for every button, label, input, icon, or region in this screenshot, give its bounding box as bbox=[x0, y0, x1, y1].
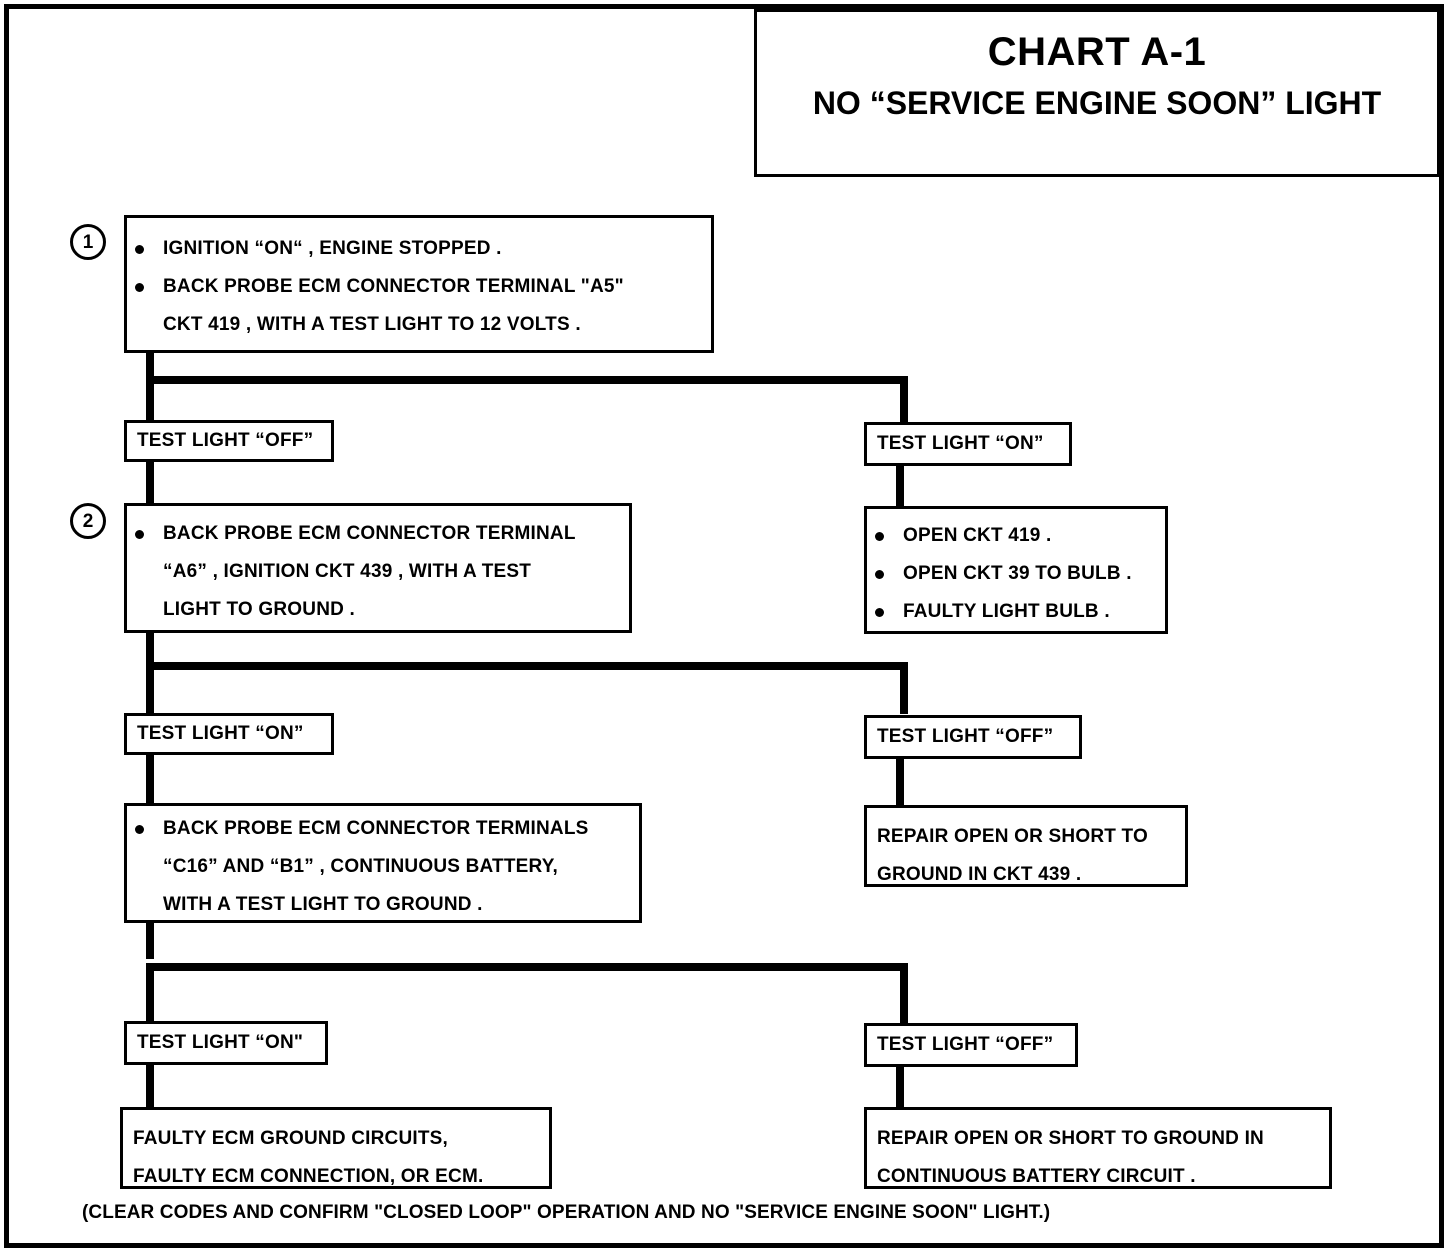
step-2-box: BACK PROBE ECM CONNECTOR TERMINAL “A6” ,… bbox=[124, 503, 632, 633]
list-item: BACK PROBE ECM CONNECTOR TERMINALS “C16”… bbox=[127, 810, 639, 924]
branch3-left-label-box: TEST LIGHT “ON" bbox=[124, 1021, 328, 1065]
connector-branch3-left-drop bbox=[146, 963, 154, 1021]
list-item: FAULTY LIGHT BULB . bbox=[867, 593, 1165, 631]
bullet-icon bbox=[135, 283, 144, 292]
step-number-2: 2 bbox=[70, 503, 106, 539]
connector-branch2-left-drop bbox=[146, 662, 154, 714]
connector-branch3-right-to-result bbox=[896, 1065, 904, 1109]
step-2-line-2: “A6” , IGNITION CKT 439 , WITH A TEST bbox=[163, 561, 532, 582]
bullet-icon bbox=[135, 245, 144, 254]
branch3-right-label-box: TEST LIGHT “OFF” bbox=[864, 1023, 1078, 1067]
branch3-right-label: TEST LIGHT “OFF” bbox=[877, 1034, 1054, 1055]
result-faulty-ecm-box: FAULTY ECM GROUND CIRCUITS, FAULTY ECM C… bbox=[120, 1107, 552, 1189]
connector-step1-stem bbox=[146, 353, 154, 383]
connector-step3-stem bbox=[146, 923, 154, 959]
connector-branch2-horizontal bbox=[146, 662, 908, 670]
branch2-left-label: TEST LIGHT “ON” bbox=[137, 723, 304, 744]
branch1-left-label-box: TEST LIGHT “OFF” bbox=[124, 420, 334, 462]
branch2-right-label-box: TEST LIGHT “OFF” bbox=[864, 715, 1082, 759]
page-title: CHART A-1 bbox=[987, 30, 1207, 74]
step-2-line-3: LIGHT TO GROUND . bbox=[163, 599, 355, 620]
connector-branch1-right-to-result bbox=[896, 464, 904, 506]
bullet-icon bbox=[135, 530, 144, 539]
bullet-icon bbox=[875, 532, 884, 541]
step-1-bullet-1: IGNITION “ON“ , ENGINE STOPPED . bbox=[163, 238, 502, 259]
result-open-ckt-bullet-3: FAULTY LIGHT BULB . bbox=[903, 601, 1110, 622]
connector-branch2-left-to-step3 bbox=[146, 753, 154, 805]
list-item: OPEN CKT 39 TO BULB . bbox=[867, 555, 1165, 593]
connector-branch3-left-to-result bbox=[146, 1063, 154, 1109]
result-repair-battery-box: REPAIR OPEN OR SHORT TO GROUND IN CONTIN… bbox=[864, 1107, 1332, 1189]
step-1-box: IGNITION “ON“ , ENGINE STOPPED . BACK PR… bbox=[124, 215, 714, 353]
result-open-circuit-box: OPEN CKT 419 . OPEN CKT 39 TO BULB . FAU… bbox=[864, 506, 1168, 634]
list-item: IGNITION “ON“ , ENGINE STOPPED . bbox=[127, 230, 711, 268]
connector-branch2-right-to-repair bbox=[896, 757, 904, 805]
connector-step2-stem bbox=[146, 633, 154, 663]
branch2-right-label: TEST LIGHT “OFF” bbox=[877, 726, 1054, 747]
step-3-line-1: BACK PROBE ECM CONNECTOR TERMINALS bbox=[163, 818, 589, 839]
result-open-ckt-bullet-1: OPEN CKT 419 . bbox=[903, 525, 1052, 546]
step-2-line-1: BACK PROBE ECM CONNECTOR TERMINAL bbox=[163, 523, 576, 544]
result-repair-battery-line-1: REPAIR OPEN OR SHORT TO GROUND IN bbox=[877, 1128, 1264, 1149]
list-item: OPEN CKT 419 . bbox=[867, 517, 1165, 555]
branch1-left-label: TEST LIGHT “OFF” bbox=[137, 430, 314, 451]
result-repair-battery-line-2: CONTINUOUS BATTERY CIRCUIT . bbox=[877, 1166, 1196, 1187]
branch1-right-label: TEST LIGHT “ON” bbox=[877, 433, 1044, 454]
result-repair-ckt439-line-1: REPAIR OPEN OR SHORT TO bbox=[877, 826, 1148, 847]
step-1-bullet-2-line-2: CKT 419 , WITH A TEST LIGHT TO 12 VOLTS … bbox=[163, 314, 581, 335]
connector-branch1-horizontal bbox=[146, 376, 908, 384]
step-3-line-3: WITH A TEST LIGHT TO GROUND . bbox=[163, 894, 483, 915]
list-item: BACK PROBE ECM CONNECTOR TERMINAL "A5" C… bbox=[127, 268, 711, 344]
step-1-bullet-2-line-1: BACK PROBE ECM CONNECTOR TERMINAL "A5" bbox=[163, 276, 624, 297]
footer-note: (CLEAR CODES AND CONFIRM "CLOSED LOOP" O… bbox=[82, 1202, 1051, 1223]
result-faulty-ecm-line-1: FAULTY ECM GROUND CIRCUITS, bbox=[133, 1128, 449, 1149]
step-number-1: 1 bbox=[70, 224, 106, 260]
step-3-box: BACK PROBE ECM CONNECTOR TERMINALS “C16”… bbox=[124, 803, 642, 923]
bullet-icon bbox=[875, 608, 884, 617]
result-faulty-ecm-line-2: FAULTY ECM CONNECTION, OR ECM. bbox=[133, 1166, 484, 1187]
connector-branch1-left-drop bbox=[146, 376, 154, 420]
connector-branch2-right-drop bbox=[900, 662, 908, 714]
step-number-2-label: 2 bbox=[82, 510, 94, 532]
result-open-ckt-bullet-2: OPEN CKT 39 TO BULB . bbox=[903, 563, 1132, 584]
branch1-right-label-box: TEST LIGHT “ON” bbox=[864, 422, 1072, 466]
connector-branch1-right-drop bbox=[900, 376, 908, 422]
result-repair-ckt439-box: REPAIR OPEN OR SHORT TO GROUND IN CKT 43… bbox=[864, 805, 1188, 887]
step-3-line-2: “C16” AND “B1” , CONTINUOUS BATTERY, bbox=[163, 856, 558, 877]
connector-branch3-horizontal bbox=[146, 963, 908, 971]
chart-title-box: CHART A-1 NO “SERVICE ENGINE SOON” LIGHT bbox=[754, 9, 1440, 177]
branch2-left-label-box: TEST LIGHT “ON” bbox=[124, 713, 334, 755]
list-item: BACK PROBE ECM CONNECTOR TERMINAL “A6” ,… bbox=[127, 515, 629, 629]
connector-branch3-right-drop bbox=[900, 963, 908, 1023]
branch3-left-label: TEST LIGHT “ON" bbox=[137, 1032, 304, 1053]
page-border bbox=[4, 4, 1444, 1248]
result-repair-ckt439-line-2: GROUND IN CKT 439 . bbox=[877, 864, 1082, 885]
bullet-icon bbox=[875, 570, 884, 579]
page-subtitle: NO “SERVICE ENGINE SOON” LIGHT bbox=[812, 85, 1382, 121]
connector-branch1-left-to-step2 bbox=[146, 460, 154, 504]
bullet-icon bbox=[135, 825, 144, 834]
step-number-1-label: 1 bbox=[82, 231, 94, 253]
